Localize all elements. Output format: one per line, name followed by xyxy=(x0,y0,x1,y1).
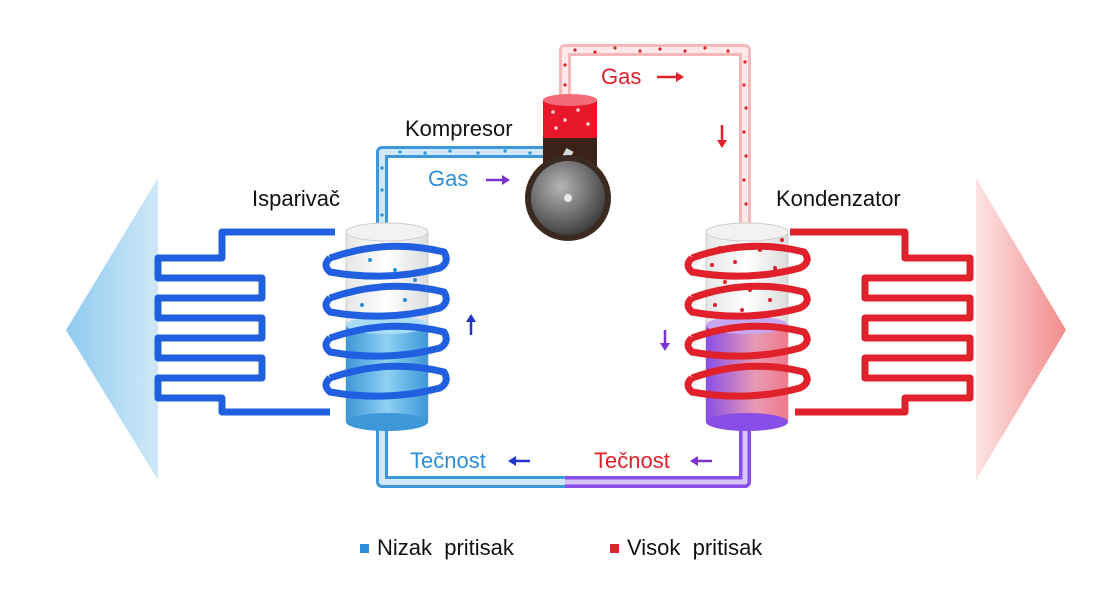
liquid-high-label: Tečnost xyxy=(594,448,670,473)
arrow-liquid-high-left xyxy=(690,456,712,466)
liquid-low-label: Tečnost xyxy=(410,448,486,473)
evaporator-label: Isparivač xyxy=(252,186,341,211)
hot-air-arrow xyxy=(976,178,1066,480)
gas-low-label: Gas xyxy=(428,166,469,191)
condenser-fin-coil xyxy=(790,228,974,416)
legend-low-pressure: Nizak pritisak xyxy=(360,535,514,561)
condenser-label: Kondenzator xyxy=(776,186,901,211)
legend-high-swatch xyxy=(610,543,619,553)
arrow-gas-high-right xyxy=(657,72,684,82)
compressor-label: Kompresor xyxy=(405,116,513,141)
legend-low-label: Nizak pritisak xyxy=(377,535,514,560)
legend-high-pressure: Visok pritisak xyxy=(610,535,762,561)
arrow-gas-high-down xyxy=(717,125,727,148)
evaporator-fin-coil xyxy=(154,228,335,416)
arrow-liquid-low-left xyxy=(508,456,530,466)
gas-high-label: Gas xyxy=(601,64,642,89)
compressor xyxy=(525,94,611,241)
legend-high-label: Visok pritisak xyxy=(627,535,763,560)
arrow-gas-low-right xyxy=(486,175,510,185)
arrow-evaporator-up xyxy=(466,314,476,335)
cold-air-arrow xyxy=(66,178,158,480)
legend-low-swatch xyxy=(360,543,369,553)
arrow-condenser-down xyxy=(660,330,670,351)
